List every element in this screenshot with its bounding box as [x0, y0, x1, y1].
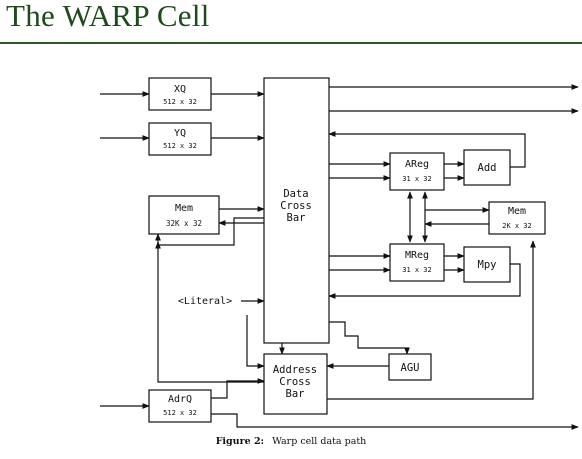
mem-right-size: 2K x 32 [502, 222, 532, 230]
adrq-size: 512 x 32 [163, 409, 197, 417]
mreg-size: 31 x 32 [402, 266, 432, 274]
areg-label: AReg [405, 159, 429, 170]
yq-size: 512 x 32 [163, 142, 197, 150]
address-crossbar-line-3: Bar [286, 388, 305, 400]
data-crossbar-line-1: Data [283, 188, 308, 200]
figure-caption: Figure 2: Warp cell data path [0, 436, 582, 447]
mem-left-size: 32K x 32 [166, 219, 202, 228]
mreg-label: MReg [405, 250, 429, 261]
yq-label: YQ [174, 128, 186, 139]
connection-lines [100, 84, 579, 430]
adrq-label: AdrQ [168, 394, 192, 405]
mem-right-label: Mem [508, 206, 526, 217]
areg-size: 31 x 32 [402, 175, 432, 183]
mpy-label: Mpy [478, 259, 497, 271]
block-outlines [148, 77, 546, 423]
add-label: Add [478, 162, 497, 174]
figure-number: Figure 2: [215, 436, 265, 447]
agu-label: AGU [401, 362, 420, 374]
xq-label: XQ [174, 84, 186, 95]
title-rule [0, 42, 582, 44]
figure-caption-text: Warp cell data path [272, 436, 367, 447]
literal-label: <Literal> [178, 296, 232, 307]
address-crossbar-line-2: Cross [279, 376, 311, 388]
slide-title: The WARP Cell [6, 0, 210, 33]
mem-left-label: Mem [175, 203, 193, 214]
xq-size: 512 x 32 [163, 98, 197, 106]
data-crossbar-line-3: Bar [287, 212, 306, 224]
data-crossbar-line-2: Cross [280, 200, 312, 212]
address-crossbar-line-1: Address [273, 364, 317, 376]
